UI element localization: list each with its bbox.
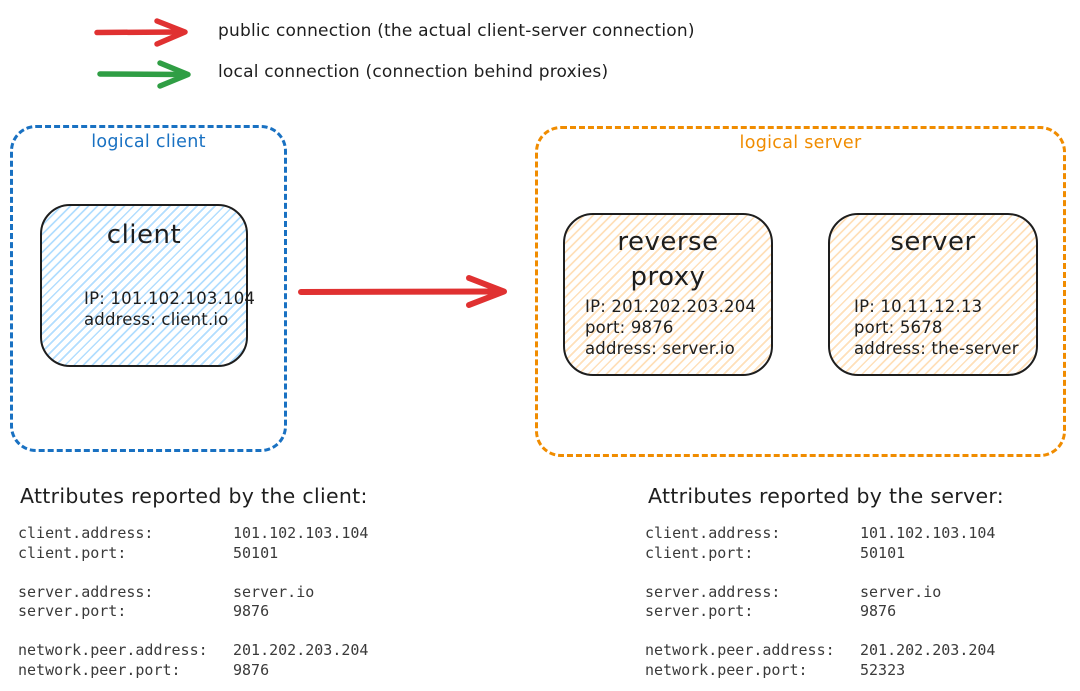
logical-server-group: logical server: [535, 126, 1066, 457]
server-attributes-table: client.address: 101.102.103.104 client.p…: [645, 524, 995, 691]
client-to-server-arrow-icon: [298, 275, 507, 308]
attr-key: client.address:: [18, 524, 154, 542]
attr-row: client.address: 101.102.103.104: [18, 524, 368, 544]
logical-client-group: logical client: [10, 125, 287, 452]
attr-row: network.peer.address: 201.202.203.204: [18, 641, 368, 661]
attr-group-server: server.address: server.io server.port: 9…: [645, 583, 995, 622]
attr-row: network.peer.port: 9876: [18, 661, 368, 681]
client-attributes-table: client.address: 101.102.103.104 client.p…: [18, 524, 368, 691]
attr-key: client.port:: [645, 543, 754, 562]
reverse-proxy-node: reverse proxy IP: 201.202.203.204 port: …: [563, 213, 773, 376]
attr-value: 9876: [860, 602, 897, 620]
reverse-proxy-node-details: IP: 201.202.203.204 port: 9876 address: …: [585, 296, 756, 359]
server-address: address: the-server: [854, 339, 1019, 358]
attr-key: network.peer.address:: [18, 641, 208, 659]
attr-group-server: server.address: server.io server.port: 9…: [18, 583, 368, 622]
attr-value: server.io: [860, 582, 942, 601]
attr-row: server.port: 9876: [645, 602, 995, 622]
attr-key: server.address:: [645, 582, 781, 601]
attr-group-client: client.address: 101.102.103.104 client.p…: [645, 524, 995, 563]
attr-value: 9876: [233, 660, 270, 679]
attr-row: client.address: 101.102.103.104: [645, 524, 995, 544]
legend-label-public: public connection (the actual client-ser…: [218, 21, 695, 41]
client-node-details: IP: 101.102.103.104 address: client.io: [84, 288, 255, 330]
attr-key: server.port:: [18, 602, 127, 620]
server-ip: IP: 10.11.12.13: [854, 297, 983, 316]
reverse-proxy-address: address: server.io: [585, 339, 735, 358]
server-node-details: IP: 10.11.12.13 port: 5678 address: the-…: [854, 296, 1019, 359]
public-connection-arrow-icon: [94, 18, 188, 47]
legend-label-local: local connection (connection behind prox…: [218, 62, 609, 82]
attr-group-network-peer: network.peer.address: 201.202.203.204 ne…: [18, 641, 368, 680]
reverse-proxy-node-title: reverse proxy: [617, 227, 719, 292]
attr-key: network.peer.port:: [18, 660, 181, 679]
attr-value: 201.202.203.204: [233, 641, 369, 659]
attr-value: 101.102.103.104: [233, 524, 369, 542]
server-node: server IP: 10.11.12.13 port: 5678 addres…: [828, 213, 1038, 376]
client-attributes-heading: Attributes reported by the client:: [20, 484, 368, 508]
attr-value: 52323: [860, 660, 906, 679]
attr-key: network.peer.address:: [645, 641, 835, 659]
attr-value: 9876: [233, 602, 270, 620]
attr-row: server.address: server.io: [645, 583, 995, 603]
attr-row: client.port: 50101: [645, 544, 995, 564]
server-node-title: server: [890, 227, 976, 257]
attr-key: server.port:: [645, 602, 754, 620]
attr-row: server.port: 9876: [18, 602, 368, 622]
attr-key: client.port:: [18, 543, 127, 562]
attr-key: server.address:: [18, 582, 154, 601]
attr-value: 50101: [233, 543, 279, 562]
attr-row: network.peer.port: 52323: [645, 661, 995, 681]
local-connection-arrow-icon: [97, 60, 191, 89]
attr-row: client.port: 50101: [18, 544, 368, 564]
attr-value: 201.202.203.204: [860, 641, 996, 659]
attr-key: client.address:: [645, 524, 781, 542]
attr-value: 50101: [860, 543, 906, 562]
attr-value: server.io: [233, 582, 315, 601]
client-address: address: client.io: [84, 310, 229, 329]
attr-row: network.peer.address: 201.202.203.204: [645, 641, 995, 661]
attr-value: 101.102.103.104: [860, 524, 996, 542]
server-attributes-heading: Attributes reported by the server:: [648, 484, 1004, 508]
client-node: client IP: 101.102.103.104 address: clie…: [40, 204, 255, 367]
logical-server-label: logical server: [739, 133, 862, 153]
reverse-proxy-ip: IP: 201.202.203.204: [585, 297, 757, 316]
attr-group-client: client.address: 101.102.103.104 client.p…: [18, 524, 368, 563]
reverse-proxy-port: port: 9876: [585, 318, 674, 337]
server-port: port: 5678: [854, 318, 943, 337]
attr-group-network-peer: network.peer.address: 201.202.203.204 ne…: [645, 641, 995, 680]
attr-key: network.peer.port:: [645, 660, 808, 679]
attr-row: server.address: server.io: [18, 583, 368, 603]
client-node-title: client: [106, 220, 182, 250]
client-ip: IP: 101.102.103.104: [84, 289, 256, 308]
logical-client-label: logical client: [91, 132, 206, 152]
